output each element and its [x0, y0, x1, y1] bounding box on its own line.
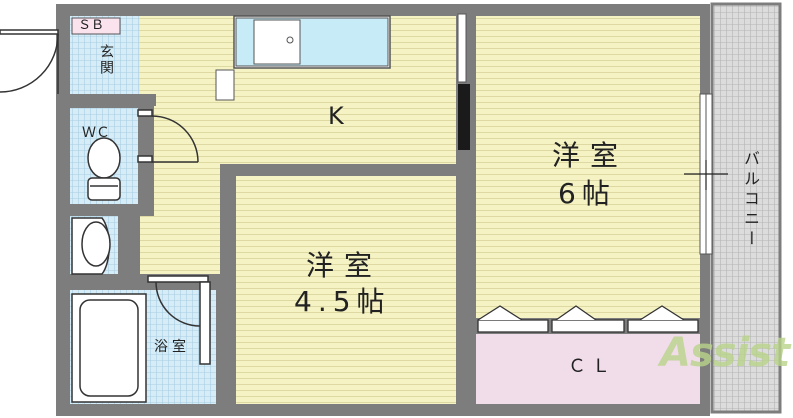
western-room-2-size: 6帖	[558, 177, 616, 210]
western-room-2-name: 洋室	[552, 139, 629, 172]
balcony-area	[710, 2, 782, 414]
western-room-1-floor	[236, 176, 456, 404]
sink-drain	[286, 36, 294, 44]
balcony-label: バルコニー	[741, 150, 760, 250]
wc-door	[137, 109, 199, 163]
closet-floor	[476, 334, 700, 404]
range-hood	[215, 69, 235, 101]
sink-basin	[253, 19, 301, 65]
western-room-1-name: 洋室	[306, 249, 383, 282]
bath-label: 浴室	[154, 339, 190, 355]
wc-label: ＷＣ	[82, 125, 110, 141]
sb-label: ＳＢ	[78, 18, 105, 33]
sliding-door-panel	[458, 84, 470, 150]
entrance-label: 玄関	[98, 44, 114, 76]
sb-box	[71, 17, 121, 35]
closet-label: ＣＬ	[568, 356, 616, 377]
toilet	[87, 137, 121, 201]
sliding-door	[457, 13, 467, 83]
entrance-door	[0, 29, 59, 94]
closet-doors	[477, 305, 699, 333]
wash-basin	[71, 217, 111, 275]
kitchen-label: K	[328, 102, 344, 130]
western-room-2-floor	[476, 16, 700, 318]
western-room-1-size: 4.5帖	[294, 285, 391, 318]
bathtub	[71, 293, 147, 403]
assist-watermark: Assist	[660, 330, 790, 376]
bath-door	[147, 275, 211, 365]
